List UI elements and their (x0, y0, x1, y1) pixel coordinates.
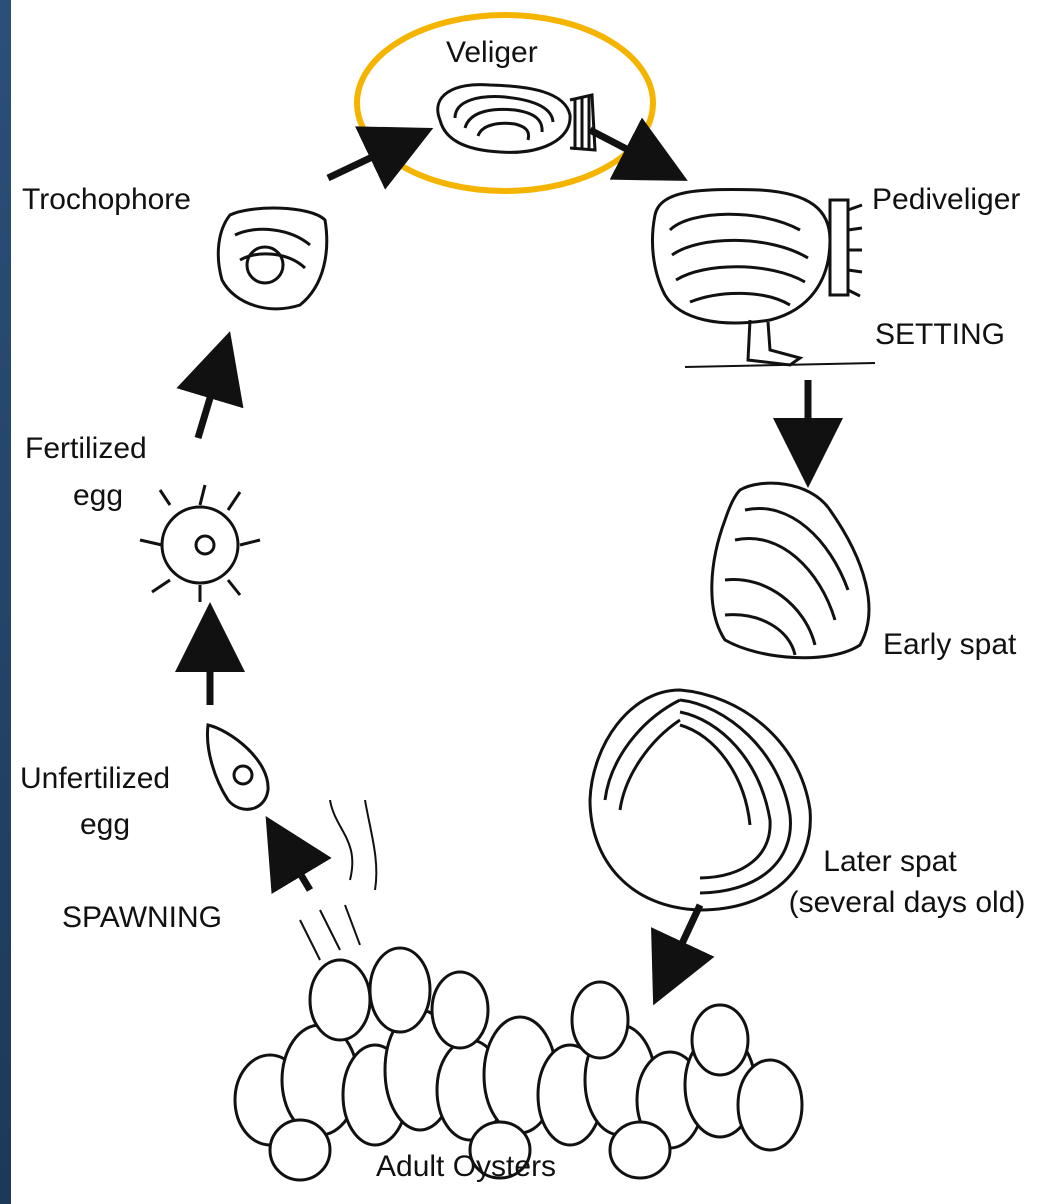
label-spawning: SPAWNING (62, 901, 222, 935)
trochophore-icon (218, 208, 326, 309)
unfertilized-egg-icon (207, 725, 268, 809)
label-setting: SETTING (875, 318, 1005, 352)
label-veliger: Veliger (446, 36, 538, 70)
label-unfertilized-egg: egg (80, 808, 130, 842)
label-fertilized-egg: egg (73, 479, 123, 513)
arrow-fertilized-to-trochophore (198, 358, 222, 438)
label-unfertilized: Unfertilized (20, 762, 170, 796)
veliger-shell-icon (438, 85, 595, 153)
spawning-plume-icon (300, 800, 376, 960)
label-later-spat: Later spat (790, 845, 990, 879)
label-fertilized: Fertilized (25, 432, 147, 466)
label-pediveliger: Pediveliger (872, 183, 1020, 217)
arrow-later-spat-to-adults (665, 905, 700, 980)
early-spat-icon (712, 483, 869, 658)
arrow-spawning-to-unfertilized (280, 840, 310, 890)
label-early-spat: Early spat (883, 628, 1016, 662)
pediveliger-icon (652, 189, 862, 365)
adult-oysters-icon (235, 948, 802, 1180)
label-later-spat-age: (several days old) (767, 886, 1047, 920)
fertilized-egg-icon (140, 485, 260, 602)
label-trochophore: Trochophore (22, 183, 191, 217)
label-adult-oysters: Adult Oysters (376, 1150, 556, 1184)
arrow-veliger-to-pediveliger (590, 130, 663, 168)
later-spat-icon (590, 690, 810, 910)
